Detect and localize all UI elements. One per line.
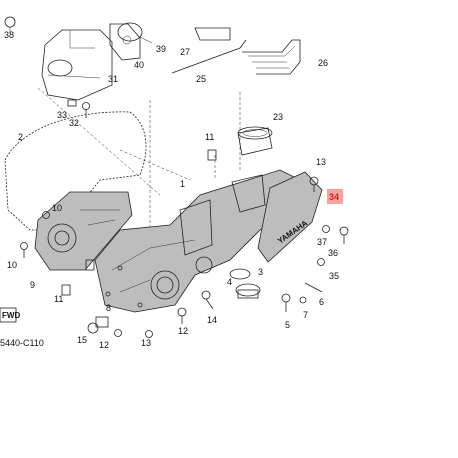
part-27-bracket	[194, 27, 231, 41]
callout-12b: 12	[99, 340, 109, 350]
callout-40: 40	[134, 60, 144, 70]
callout-38: 38	[4, 30, 14, 40]
callout-10a: 10	[52, 203, 62, 213]
part-23-duct	[237, 126, 273, 156]
callout-1: 1	[180, 179, 185, 189]
callout-10b: 10	[7, 260, 17, 270]
part-2-gasket	[4, 111, 147, 231]
callout-5: 5	[285, 320, 290, 330]
callout-14: 14	[207, 315, 217, 325]
callout-35: 35	[329, 271, 339, 281]
callout-39: 39	[156, 44, 166, 54]
callout-11b: 11	[54, 294, 63, 304]
drawing-code: 5440-C110	[0, 338, 44, 348]
part-33-grommet	[67, 99, 77, 107]
part-9-cover-plate	[34, 191, 133, 271]
part-7-spring	[299, 296, 307, 304]
part-5-bolt	[281, 293, 291, 312]
part-34-side-cover: YAMAHA	[257, 171, 323, 263]
callout-31: 31	[108, 74, 118, 84]
callout-2: 2	[18, 132, 23, 142]
callout-4: 4	[227, 277, 232, 287]
part-3-cap	[235, 283, 261, 299]
part-31-housing	[41, 29, 113, 101]
callout-37: 37	[317, 237, 327, 247]
callout-12a: 12	[178, 326, 188, 336]
callout-34: 34	[329, 192, 339, 202]
part-25-rod	[171, 39, 247, 74]
callout-13a: 13	[316, 157, 326, 167]
callout-15: 15	[77, 335, 87, 345]
callout-27: 27	[180, 47, 190, 57]
part-15-bracket	[87, 322, 99, 334]
part-40-filter	[109, 23, 141, 61]
part-14-bolt	[201, 290, 214, 310]
callout-9: 9	[30, 280, 35, 290]
part-35-collar	[317, 258, 325, 266]
callout-7: 7	[303, 310, 308, 320]
callout-32: 32	[69, 118, 79, 128]
part-39-cap	[117, 22, 153, 44]
callout-25: 25	[196, 74, 206, 84]
callout-6: 6	[319, 297, 324, 307]
callout-36: 36	[328, 248, 338, 258]
callout-33: 33	[57, 110, 67, 120]
fwd-mark-text: FWD	[2, 311, 20, 320]
part-4-oring	[229, 268, 251, 280]
highlight-box	[327, 189, 343, 204]
part-37-nut	[322, 225, 330, 233]
callout-13b: 13	[141, 338, 151, 348]
part-10-bolt	[20, 211, 50, 258]
callout-23: 23	[273, 112, 283, 122]
part-8-clamp	[95, 316, 109, 328]
part-26-hose	[242, 39, 301, 75]
callout-3: 3	[258, 267, 263, 277]
callout-11a: 11	[205, 132, 214, 142]
part-13-bolt	[145, 176, 319, 338]
callout-26: 26	[318, 58, 328, 68]
part-36-bolt	[339, 226, 349, 244]
callout-8: 8	[106, 303, 111, 313]
part-12-bolt	[114, 307, 187, 337]
part-32-bolt	[82, 102, 90, 118]
fwd-tag: FWD	[0, 307, 20, 323]
part-11-dowel	[61, 149, 217, 296]
part-6-pin	[304, 282, 323, 293]
part-38-screw	[4, 16, 16, 33]
